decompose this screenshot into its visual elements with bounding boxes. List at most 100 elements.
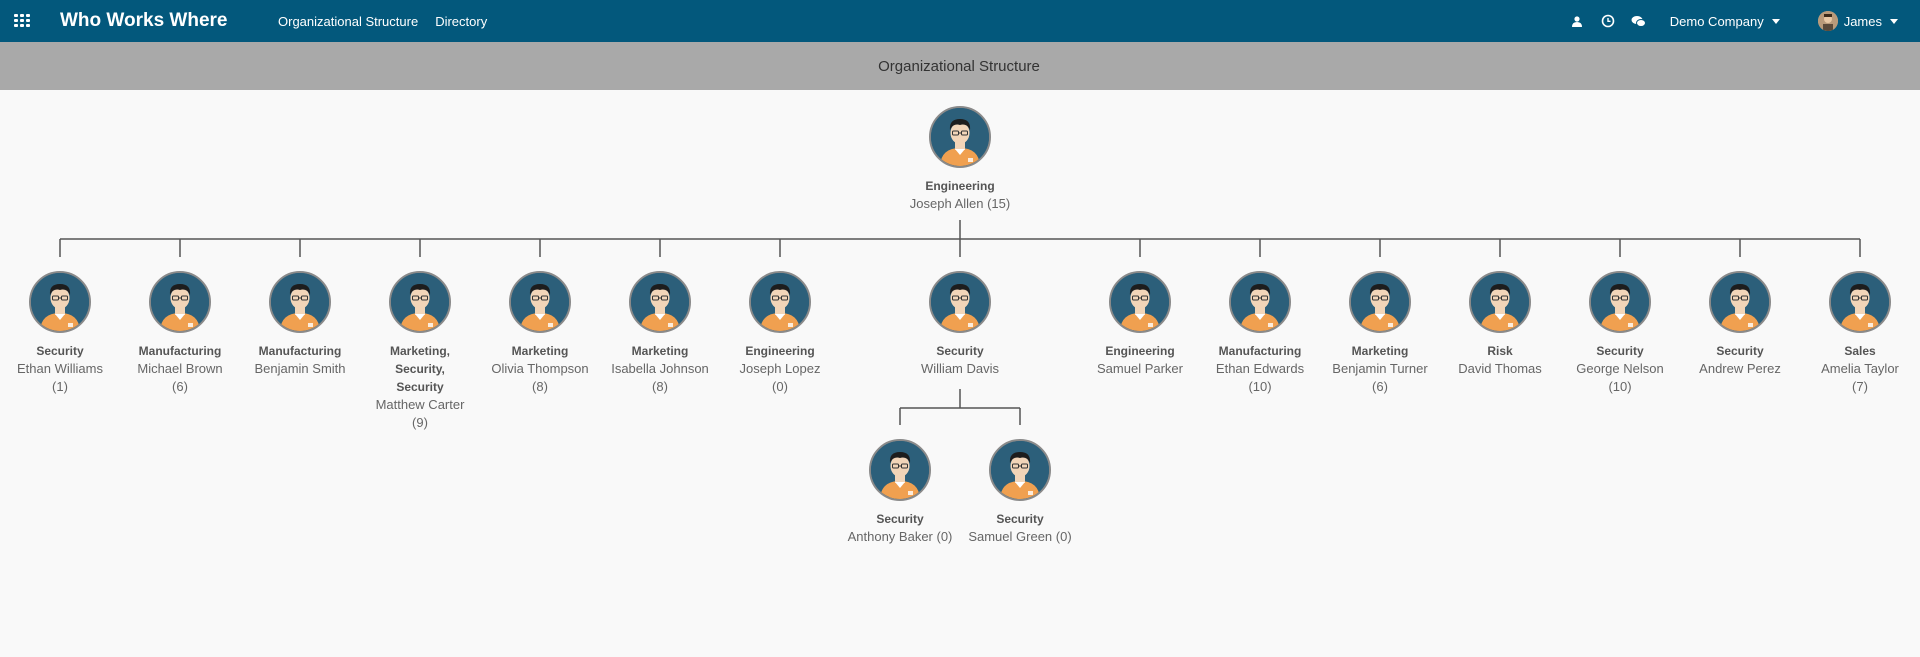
org-node: Engineering Samuel Parker (1075, 271, 1205, 378)
org-node-root: Engineering Joseph Allen (15) (895, 106, 1025, 213)
node-employee[interactable]: Joseph Lopez (739, 361, 821, 376)
org-node: Engineering Joseph Lopez (0) (715, 271, 845, 396)
top-navbar: Who Works Where Organizational Structure… (0, 0, 1920, 42)
chevron-down-icon (1890, 18, 1898, 24)
employee-avatar[interactable] (509, 271, 571, 333)
employee-avatar[interactable] (1109, 271, 1171, 333)
node-department: Security (1716, 344, 1764, 358)
employee-avatar[interactable] (749, 271, 811, 333)
org-node: Manufacturing Benjamin Smith (235, 271, 365, 378)
employee-avatar[interactable] (149, 271, 211, 333)
node-department: Engineering (1105, 344, 1175, 358)
node-count: (1) (52, 379, 68, 394)
menu-directory[interactable]: Directory (435, 14, 488, 29)
app-brand[interactable]: Who Works Where (60, 10, 228, 31)
node-department: Engineering (925, 179, 995, 193)
node-employee[interactable]: Isabella Johnson (611, 361, 709, 376)
menu-org-structure[interactable]: Organizational Structure (278, 14, 419, 29)
employee-avatar[interactable] (29, 271, 91, 333)
chevron-down-icon (1771, 18, 1780, 24)
node-employee[interactable]: Olivia Thompson (491, 361, 589, 376)
org-node: Security Andrew Perez (1675, 271, 1805, 378)
org-chart: Engineering Joseph Allen (15) Security E… (0, 90, 1920, 657)
node-department: Marketing (631, 344, 689, 358)
company-switcher[interactable]: Demo Company (1670, 14, 1780, 29)
node-count: (7) (1852, 379, 1868, 394)
node-employee[interactable]: Samuel Parker (1097, 361, 1183, 376)
node-count: (10) (1248, 379, 1272, 394)
clock-icon[interactable] (1600, 13, 1616, 29)
company-name: Demo Company (1669, 13, 1764, 29)
node-department: Manufacturing (138, 344, 222, 358)
employee-avatar[interactable] (1829, 271, 1891, 333)
node-count: (10) (1608, 379, 1632, 394)
control-panel: Organizational Structure (0, 42, 1920, 90)
org-node: Marketing Olivia Thompson (8) (475, 271, 605, 396)
node-department: Risk (1487, 344, 1513, 358)
apps-menu-icon[interactable] (14, 14, 30, 28)
node-employee[interactable]: Benjamin Smith (254, 361, 346, 376)
org-node: Sales Amelia Taylor (7) (1795, 271, 1920, 396)
employee-avatar[interactable] (1469, 271, 1531, 333)
node-department: Security (876, 512, 924, 526)
employee-avatar[interactable] (1349, 271, 1411, 333)
employee-avatar[interactable] (1709, 271, 1771, 333)
node-employee[interactable]: William Davis (921, 361, 999, 376)
org-node: Security William Davis (895, 271, 1025, 378)
node-department: Manufacturing (258, 344, 342, 358)
user-menu[interactable]: James (1817, 11, 1898, 31)
main-menu: Organizational Structure Directory (278, 14, 504, 29)
org-node: Manufacturing Ethan Edwards (10) (1195, 271, 1325, 396)
org-chart-connectors (59, 220, 1861, 425)
node-department: Marketing, Security, Security (389, 344, 450, 394)
node-employee[interactable]: George Nelson (1576, 361, 1664, 376)
node-count: (8) (652, 379, 668, 394)
employee-avatar[interactable] (929, 271, 991, 333)
node-department: Security (36, 344, 84, 358)
org-node: Marketing Isabella Johnson (8) (595, 271, 725, 396)
node-department: Security (996, 512, 1044, 526)
org-node: Risk David Thomas (1435, 271, 1565, 378)
node-department: Marketing (1351, 344, 1409, 358)
node-employee[interactable]: Joseph Allen (15) (909, 196, 1011, 211)
page-title: Organizational Structure (878, 57, 1040, 75)
node-department: Sales (1844, 344, 1876, 358)
node-department: Marketing (511, 344, 569, 358)
node-department: Engineering (745, 344, 815, 358)
node-department: Security (1596, 344, 1644, 358)
org-node: Marketing, Security, Security Matthew Ca… (375, 271, 465, 432)
node-employee[interactable]: Anthony Baker (0) (847, 529, 953, 544)
node-employee[interactable]: Samuel Green (0) (968, 529, 1072, 544)
node-employee[interactable]: Ethan Edwards (1215, 361, 1305, 376)
node-department: Manufacturing (1218, 344, 1302, 358)
employee-avatar[interactable] (389, 271, 451, 333)
node-employee[interactable]: Amelia Taylor (1821, 361, 1899, 376)
employee-avatar[interactable] (1589, 271, 1651, 333)
node-count: (6) (172, 379, 188, 394)
org-node: Security Samuel Green (0) (955, 439, 1085, 546)
user-name: James (1843, 13, 1882, 29)
employee-avatar[interactable] (1229, 271, 1291, 333)
org-node: Marketing Benjamin Turner (6) (1315, 271, 1445, 396)
user-icon[interactable] (1569, 13, 1585, 29)
employee-avatar[interactable] (989, 439, 1051, 501)
node-employee[interactable]: David Thomas (1458, 361, 1542, 376)
node-employee[interactable]: Andrew Perez (1699, 361, 1781, 376)
org-node: Manufacturing Michael Brown (6) (115, 271, 245, 396)
node-employee[interactable]: Benjamin Turner (1332, 361, 1428, 376)
employee-avatar[interactable] (269, 271, 331, 333)
chat-icon[interactable] (1631, 13, 1647, 29)
user-avatar (1817, 11, 1838, 31)
node-employee[interactable]: Ethan Williams (17, 361, 103, 376)
org-node: Security George Nelson (10) (1555, 271, 1685, 396)
node-employee[interactable]: Matthew Carter (9) (375, 397, 465, 430)
node-count: (6) (1372, 379, 1388, 394)
employee-avatar[interactable] (869, 439, 931, 501)
employee-avatar[interactable] (629, 271, 691, 333)
org-node: Security Ethan Williams (1) (0, 271, 125, 396)
org-node: Security Anthony Baker (0) (835, 439, 965, 546)
node-employee[interactable]: Michael Brown (137, 361, 223, 376)
employee-avatar[interactable] (929, 106, 991, 168)
node-department: Security (936, 344, 984, 358)
node-count: (0) (772, 379, 788, 394)
